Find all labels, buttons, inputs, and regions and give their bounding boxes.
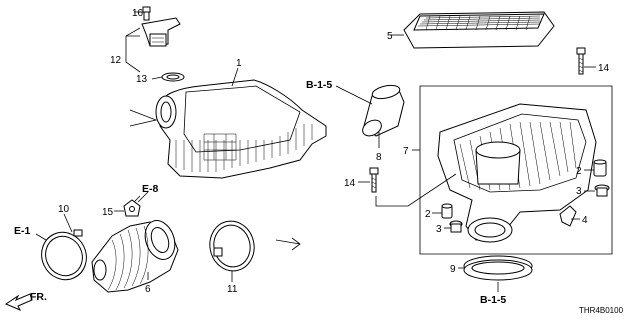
ref-e-8[interactable]: E-8 (142, 183, 159, 195)
part-4-clip[interactable] (559, 205, 577, 227)
part-14-bolt-lower[interactable] (369, 167, 379, 193)
callout-15: 15 (102, 207, 114, 218)
callout-7: 7 (403, 146, 409, 157)
callout-6: 6 (145, 284, 151, 295)
part-8-duct[interactable] (360, 83, 405, 139)
callout-5: 5 (387, 31, 393, 42)
callout-3-right: 3 (576, 186, 582, 197)
part-2-grommet-left[interactable] (441, 203, 453, 219)
callout-13: 13 (136, 74, 148, 85)
ref-e-1[interactable]: E-1 (14, 225, 31, 237)
part-11-clamp[interactable] (205, 217, 258, 275)
part-12-sensor[interactable] (141, 17, 181, 47)
part-3-collar-right[interactable] (594, 184, 610, 197)
front-arrow-icon (4, 293, 33, 311)
part-7-housing[interactable] (437, 103, 597, 243)
part-6-bellows[interactable] (91, 216, 180, 293)
diagram-code: THR4B0100 (579, 306, 624, 315)
callout-8: 8 (376, 152, 382, 163)
part-16-screw[interactable] (142, 6, 151, 21)
part-9-seal[interactable] (463, 255, 533, 281)
callout-3-left: 3 (436, 224, 442, 235)
part-14-bolt-upper[interactable] (576, 47, 586, 75)
part-13-gasket[interactable] (161, 72, 185, 82)
part-1-upper-cover[interactable] (129, 79, 327, 179)
part-5-filter[interactable] (403, 11, 555, 49)
part-2-grommet-right[interactable] (593, 159, 607, 177)
flow-arrow (275, 237, 301, 251)
callout-11: 11 (227, 284, 238, 295)
callout-2-right: 2 (576, 166, 582, 177)
front-label: FR. (30, 291, 47, 303)
part-15-bracket[interactable] (123, 199, 141, 217)
part-3-collar-left[interactable] (449, 220, 463, 233)
callout-14-lower: 14 (344, 178, 356, 189)
ref-b-1-5-bottom[interactable]: B-1-5 (480, 294, 506, 306)
callout-16: 16 (132, 8, 144, 19)
part-10-clamp[interactable] (34, 225, 94, 287)
callout-9: 9 (450, 264, 456, 275)
callout-12: 12 (110, 55, 122, 66)
callout-14-upper: 14 (598, 63, 610, 74)
ref-b-1-5-top[interactable]: B-1-5 (306, 79, 332, 91)
callout-10: 10 (58, 204, 70, 215)
callout-4: 4 (582, 215, 588, 226)
callout-2-left: 2 (425, 209, 431, 220)
callout-1: 1 (236, 58, 242, 69)
